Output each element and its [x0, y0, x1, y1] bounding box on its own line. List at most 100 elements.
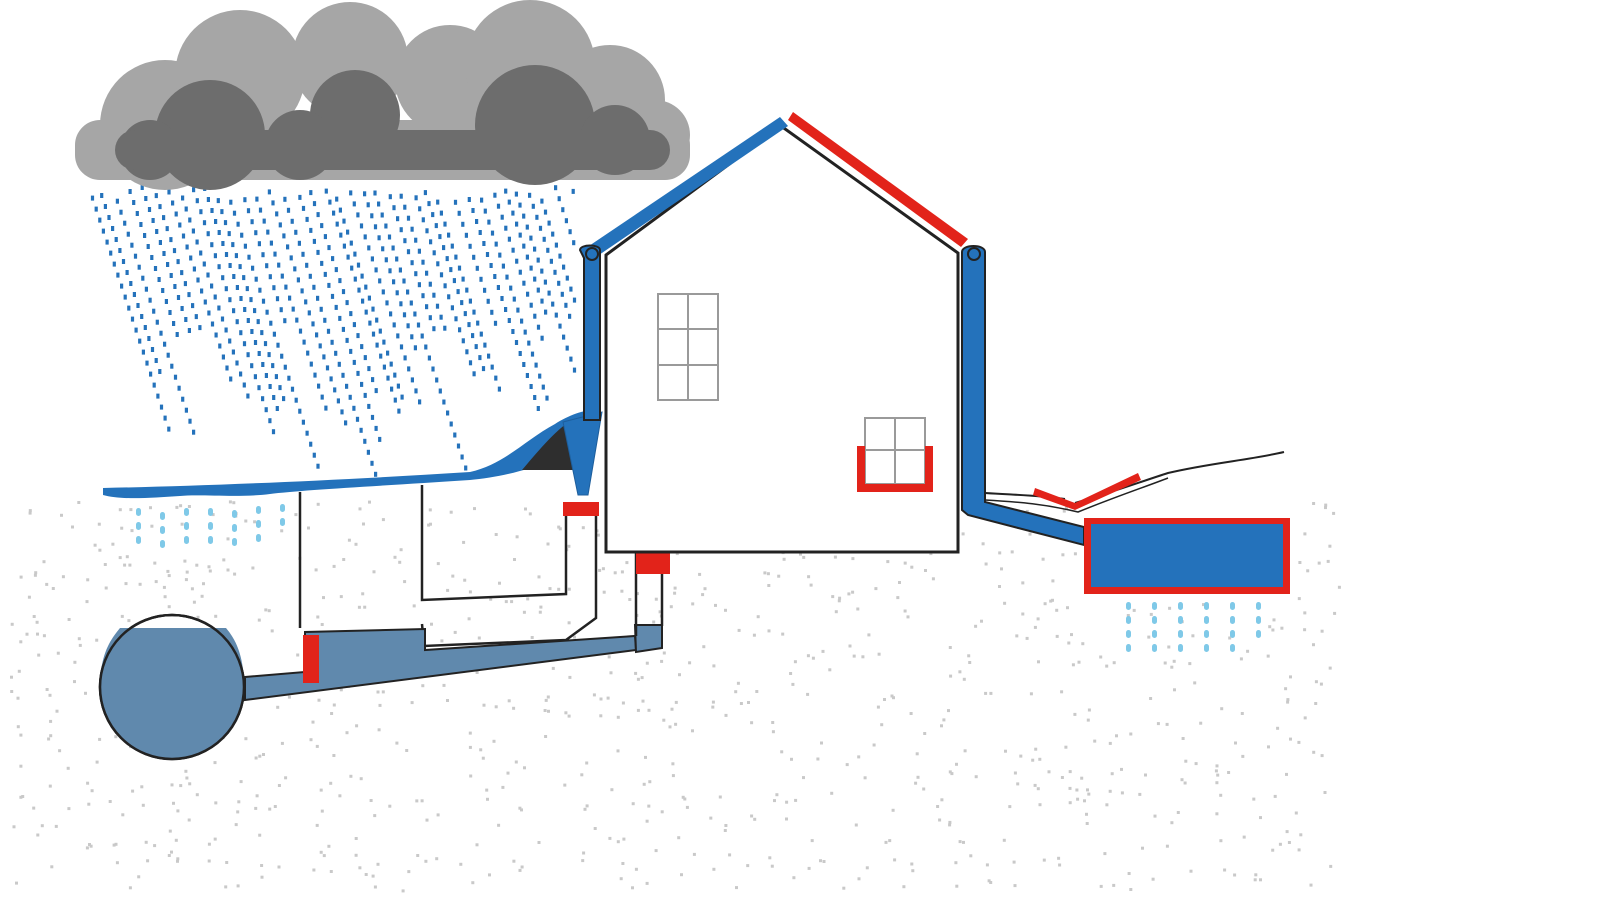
soil-dot	[1312, 502, 1316, 505]
rain-drop	[194, 314, 198, 320]
rain-drop	[553, 269, 557, 275]
rain-drop	[402, 278, 406, 284]
soil-dot	[701, 593, 705, 597]
soil-dot	[1004, 749, 1007, 753]
seep-drop	[160, 540, 165, 548]
rain-drop	[500, 296, 504, 301]
soil-dot	[86, 781, 90, 785]
soil-dot	[349, 774, 353, 778]
soil-dot	[1273, 794, 1277, 798]
rain-drop	[356, 212, 360, 218]
soil-dot	[320, 809, 324, 813]
soil-dot	[1223, 868, 1227, 872]
rain-drop	[533, 276, 537, 282]
soil-dot	[793, 660, 797, 664]
rain-drop	[363, 355, 367, 361]
soil-dot	[942, 718, 946, 722]
rain-drop	[515, 258, 519, 264]
rain-drop	[554, 185, 558, 191]
rain-drop	[171, 200, 175, 206]
soil-dot	[200, 594, 204, 598]
soil-dot	[1126, 614, 1130, 617]
soil-dot	[277, 865, 281, 869]
soil-dot	[602, 590, 606, 594]
soil-dot	[1149, 697, 1153, 700]
soil-dot	[851, 557, 855, 561]
rain-drop	[417, 248, 421, 254]
soil-dot	[773, 799, 776, 803]
rain-drop	[464, 465, 468, 471]
rain-drop	[282, 396, 286, 402]
soil-dot	[1326, 559, 1330, 563]
soil-dot	[924, 569, 927, 572]
rain-drop	[471, 208, 475, 213]
soil-dot	[320, 623, 324, 626]
rain-drop	[467, 197, 471, 202]
soil-dot	[1075, 788, 1079, 792]
seep-drop	[1126, 630, 1131, 638]
soil-dot	[407, 870, 411, 874]
soil-dot	[332, 564, 336, 568]
soil-dot	[1215, 781, 1219, 785]
rain-drop	[253, 374, 257, 380]
rain-drop	[468, 243, 472, 249]
soil-dot	[1287, 841, 1291, 844]
rain-drop	[301, 419, 305, 425]
rain-drop	[188, 217, 192, 223]
soil-dot	[794, 798, 798, 802]
soil-dot	[1259, 816, 1262, 820]
seep-drop	[1256, 630, 1261, 638]
soil-dot	[763, 571, 767, 575]
soil-dot	[1297, 597, 1301, 601]
soil-dot	[1259, 878, 1262, 882]
rain-drop	[109, 250, 113, 256]
soil-dot	[1010, 550, 1014, 554]
soil-dot	[1068, 770, 1072, 774]
soil-dot	[1272, 618, 1276, 622]
rain-drop	[562, 264, 566, 270]
rain-drop	[538, 373, 542, 379]
rain-drop	[114, 237, 118, 242]
soil-dot	[1294, 811, 1298, 815]
rain-drop	[474, 344, 478, 350]
seep-drop	[1256, 602, 1261, 610]
rain-drop	[217, 230, 221, 235]
rain-drop	[267, 189, 271, 195]
rain-drop	[472, 309, 476, 315]
rain-drop	[572, 367, 577, 373]
rain-drop	[216, 198, 220, 204]
soil-dot	[213, 837, 217, 841]
rain-drop	[261, 252, 265, 258]
soil-dot	[961, 532, 965, 536]
seep-drop	[1126, 616, 1131, 624]
soil-dot	[1297, 848, 1301, 852]
soil-dot	[1086, 788, 1089, 792]
soil-dot	[37, 653, 41, 657]
soil-dot	[539, 605, 543, 609]
rain-drop	[242, 275, 246, 281]
soil-dot	[1068, 801, 1072, 805]
rain-drop	[375, 342, 379, 348]
soil-dot	[791, 682, 795, 686]
soil-dot	[931, 577, 935, 581]
soil-dot	[338, 794, 342, 798]
rain-drop	[258, 287, 262, 293]
seep-drop	[208, 508, 213, 516]
rain-drop	[315, 332, 319, 338]
soil-dot	[224, 885, 228, 889]
rain-drop	[188, 418, 192, 424]
rain-drop	[388, 194, 392, 200]
rain-drop	[181, 195, 185, 201]
rain-drop	[323, 234, 327, 240]
soil-dot	[955, 884, 959, 888]
rain-drop	[450, 243, 454, 249]
soil-dot	[1188, 662, 1192, 666]
rain-drop	[536, 287, 540, 293]
soil-dot	[728, 853, 732, 857]
rain-drop	[436, 199, 440, 205]
soil-dot	[636, 677, 640, 681]
soil-dot	[179, 504, 183, 508]
rain-drop	[403, 238, 407, 244]
soil-dot	[479, 748, 483, 752]
rain-drop	[289, 255, 293, 261]
